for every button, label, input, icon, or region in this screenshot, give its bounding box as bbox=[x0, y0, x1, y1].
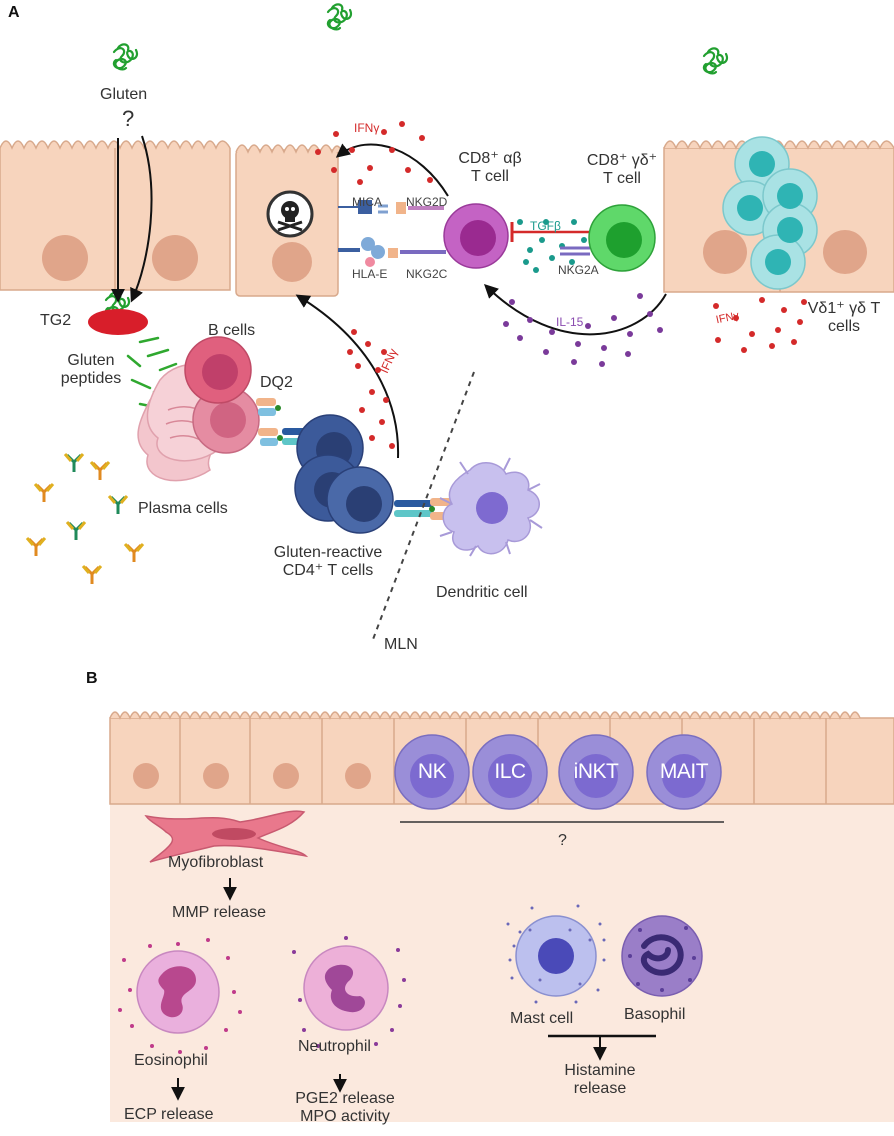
gluten-peptides-line1: Gluten bbox=[67, 352, 115, 369]
tgfb-inhibition bbox=[510, 219, 596, 273]
cd8ab-line2: T cell bbox=[471, 168, 509, 186]
gluten-peptides-line2: peptides bbox=[60, 370, 122, 388]
ifng-dots-right bbox=[713, 297, 807, 353]
vd1-label: Vδ1⁺ γδ T cells bbox=[802, 300, 886, 337]
gluten-peptides-label: Gluten peptides bbox=[36, 352, 146, 389]
b-cells-label: B cells bbox=[208, 322, 256, 339]
ifng-dots-mid bbox=[347, 329, 395, 449]
mast-cell-label: Mast cell bbox=[510, 1010, 574, 1027]
gluten-icon bbox=[112, 43, 139, 71]
il15-label: IL-15 bbox=[556, 315, 584, 329]
basophil-label: Basophil bbox=[624, 1006, 686, 1023]
mast-cell bbox=[506, 904, 606, 1004]
inkt-label: iNKT bbox=[573, 760, 619, 783]
cd8gd-label: CD8⁺ γδ⁺ T cell bbox=[572, 152, 672, 189]
mica-label: MICA bbox=[352, 195, 382, 209]
basophil bbox=[621, 915, 703, 997]
dendritic-label: Dendritic cell bbox=[436, 584, 528, 601]
tg2-enzyme bbox=[88, 309, 148, 335]
hlae-label: HLA-E bbox=[352, 267, 388, 281]
innate-cells bbox=[394, 734, 722, 810]
eosinophil-label: Eosinophil bbox=[134, 1052, 208, 1069]
ecp-label: ECP release bbox=[124, 1106, 214, 1123]
cd8gd-line2: T cell bbox=[603, 170, 641, 188]
il15-arrow bbox=[483, 284, 667, 336]
mln-boundary bbox=[371, 371, 475, 643]
gluten-question: ? bbox=[122, 106, 135, 131]
panel-b-arrows bbox=[171, 878, 656, 1101]
gluten-label: Gluten bbox=[100, 86, 148, 103]
pge2-line1: PGE2 release bbox=[295, 1090, 395, 1107]
nkg2d-label: NKG2D bbox=[406, 195, 448, 209]
vd1-gd-t-cells bbox=[722, 136, 818, 290]
dq2-label: DQ2 bbox=[260, 374, 293, 391]
myofibroblast bbox=[144, 810, 309, 863]
plasma-cells-label: Plasma cells bbox=[138, 500, 228, 517]
myofibroblast-label: Myofibroblast bbox=[168, 854, 264, 871]
gluten-icon bbox=[326, 3, 353, 31]
histamine-line2: release bbox=[573, 1080, 627, 1098]
eosinophil bbox=[118, 938, 242, 1054]
cd8ab-label: CD8⁺ αβ T cell bbox=[430, 150, 550, 187]
il15-dots bbox=[503, 293, 663, 367]
ifng-dots-top bbox=[315, 121, 433, 185]
cd4-label: Gluten-reactive CD4⁺ T cells bbox=[258, 544, 398, 581]
tgfb-label: TGFβ bbox=[530, 219, 561, 233]
b-cells bbox=[184, 336, 260, 454]
tg2-label: TG2 bbox=[40, 312, 72, 329]
gluten-icon bbox=[702, 47, 729, 75]
mln-label: MLN bbox=[384, 636, 418, 653]
panel-a-label: A bbox=[8, 4, 20, 21]
histamine-label: Histamine release bbox=[550, 1062, 650, 1099]
cd4-t-cells bbox=[294, 414, 394, 534]
neutrophil-label: Neutrophil bbox=[298, 1038, 371, 1055]
mait-label: MAIT bbox=[659, 760, 709, 783]
nkg2a-label: NKG2A bbox=[558, 263, 599, 277]
neutrophil bbox=[292, 936, 406, 1048]
ilc-label: ILC bbox=[494, 760, 526, 783]
cd8ab-line1: CD8⁺ αβ bbox=[458, 150, 522, 167]
skull-icon bbox=[266, 190, 314, 238]
tcr-mhc-contact bbox=[394, 498, 452, 520]
dying-enterocyte bbox=[235, 144, 343, 297]
nkg2c-label: NKG2C bbox=[406, 267, 448, 281]
pge2-line2: MPO activity bbox=[300, 1108, 390, 1126]
vd1-line2: cells bbox=[827, 318, 860, 336]
vd1-line1: Vδ1⁺ γδ T bbox=[807, 300, 881, 317]
pge2-label: PGE2 release MPO activity bbox=[280, 1090, 410, 1127]
hlae-nkg2c bbox=[338, 237, 446, 267]
panel-b-label: B bbox=[86, 670, 98, 687]
nk-label: NK bbox=[417, 760, 447, 783]
dendritic-cell bbox=[439, 457, 543, 557]
cd8gd-line1: CD8⁺ γδ⁺ bbox=[586, 152, 658, 169]
cd4-line2: CD4⁺ T cells bbox=[282, 562, 374, 580]
mica-nkg2d bbox=[338, 200, 444, 214]
cd4-line1: Gluten-reactive bbox=[273, 544, 383, 561]
histamine-line1: Histamine bbox=[564, 1062, 636, 1079]
cd8-ab-t-cell bbox=[443, 203, 509, 269]
antibodies bbox=[25, 452, 145, 586]
epithelium-left bbox=[0, 140, 231, 291]
mmp-label: MMP release bbox=[172, 904, 266, 921]
ifng-label-top: IFNγ bbox=[354, 121, 380, 135]
gluten-entry-arrows bbox=[111, 135, 153, 303]
cd8-gd-t-cell bbox=[588, 204, 656, 272]
innate-question: ? bbox=[558, 832, 567, 849]
